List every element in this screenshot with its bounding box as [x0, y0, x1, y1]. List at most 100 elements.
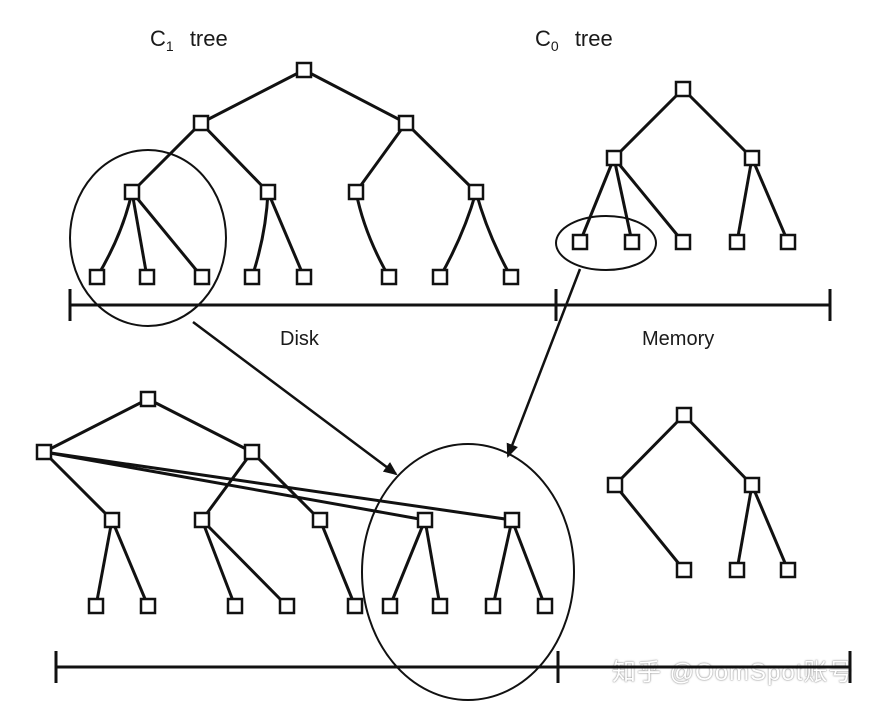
tree-node [571, 233, 589, 251]
tree-node [674, 233, 692, 251]
tree-node [243, 268, 261, 286]
tree-node [193, 511, 211, 529]
tree-node [259, 183, 277, 201]
tree-edge [438, 191, 478, 278]
tree-node [674, 80, 692, 98]
tree-edge [42, 450, 114, 522]
tree-edge [681, 87, 754, 160]
tree-edge [303, 68, 407, 125]
c0-suffix: tree [574, 26, 613, 51]
tree-node [484, 597, 502, 615]
tree-edge [147, 397, 253, 454]
tree-node [431, 268, 449, 286]
tree-node [380, 268, 398, 286]
tree-node [743, 149, 761, 167]
tree-node [728, 561, 746, 579]
tree-edge [130, 121, 203, 194]
tree-node [88, 268, 106, 286]
tree-node [139, 390, 157, 408]
tree-edge [318, 519, 357, 607]
tree-node [623, 233, 641, 251]
c1-subtree-ellipse [69, 149, 227, 327]
tree-edge [388, 519, 427, 607]
tree-node [675, 406, 693, 424]
c1-tree-label: C1 tree [150, 26, 228, 54]
tree-node [295, 268, 313, 286]
tree-edge [354, 122, 408, 193]
tree-edge [750, 484, 790, 571]
tree-edge [200, 519, 237, 607]
tree-node [347, 183, 365, 201]
tree-edge [354, 191, 391, 278]
tree-node [728, 233, 746, 251]
tree-node [35, 443, 53, 461]
tree-edge [110, 519, 150, 607]
tree-node [278, 597, 296, 615]
tree-node [243, 443, 261, 461]
tree-node [779, 233, 797, 251]
tree-edge [199, 121, 270, 194]
merge-arrow-from-c1 [192, 320, 398, 476]
tree-edge [404, 121, 478, 194]
tree-edge [474, 191, 513, 278]
c0-subscript: 0 [550, 38, 559, 54]
merge-arrow-from-c0 [506, 268, 582, 458]
tree-node [226, 597, 244, 615]
tree-edge [43, 397, 149, 454]
c1-letter: C [150, 26, 166, 51]
tree-node [605, 149, 623, 167]
c1-subscript: 1 [165, 38, 174, 54]
tree-node [397, 114, 415, 132]
tree-edge [682, 413, 754, 487]
tree-edge [130, 191, 204, 278]
tree-edge [613, 484, 686, 571]
tree-edge [578, 157, 616, 243]
tree-node [431, 597, 449, 615]
tree-edge [94, 519, 114, 607]
tree-edge [43, 450, 513, 522]
tree-node [311, 511, 329, 529]
tree-node [536, 597, 554, 615]
tree-node [381, 597, 399, 615]
tree-edge [750, 157, 790, 243]
tree-edge [735, 484, 754, 571]
tree-node [416, 511, 434, 529]
tree-node [295, 61, 313, 79]
tree-node [192, 114, 210, 132]
tree-edge [735, 157, 754, 243]
tree-node [502, 268, 520, 286]
tree-node [103, 511, 121, 529]
tree-edge [423, 519, 442, 607]
tree-edge [491, 519, 514, 607]
tree-node [193, 268, 211, 286]
tree-edge [200, 518, 289, 608]
tree-edge [510, 519, 547, 607]
tree-node [123, 183, 141, 201]
tree-node [503, 511, 521, 529]
tree-edge [250, 191, 270, 278]
tree-node [743, 476, 761, 494]
c0-tree-label: C0 tree [535, 26, 613, 54]
tree-edge [613, 413, 686, 487]
tree-node [675, 561, 693, 579]
tree-edge [200, 68, 305, 125]
c0-subtree-ellipse [555, 215, 657, 271]
c0-letter: C [535, 26, 551, 51]
merge-target-ellipse [361, 443, 575, 701]
tree-node [139, 597, 157, 615]
tree-node [138, 268, 156, 286]
tree-node [467, 183, 485, 201]
tree-edge [612, 157, 634, 243]
tree-edge [266, 191, 306, 278]
tree-edge [130, 191, 149, 278]
tree-edge [612, 87, 685, 160]
tree-edge [95, 191, 134, 278]
tree-node [346, 597, 364, 615]
tree-edge [43, 450, 426, 522]
tree-edge [612, 157, 685, 243]
tree-node [779, 561, 797, 579]
tree-node [87, 597, 105, 615]
watermark: 知乎 @OomSpot账号 [612, 659, 854, 686]
c1-suffix: tree [189, 26, 228, 51]
